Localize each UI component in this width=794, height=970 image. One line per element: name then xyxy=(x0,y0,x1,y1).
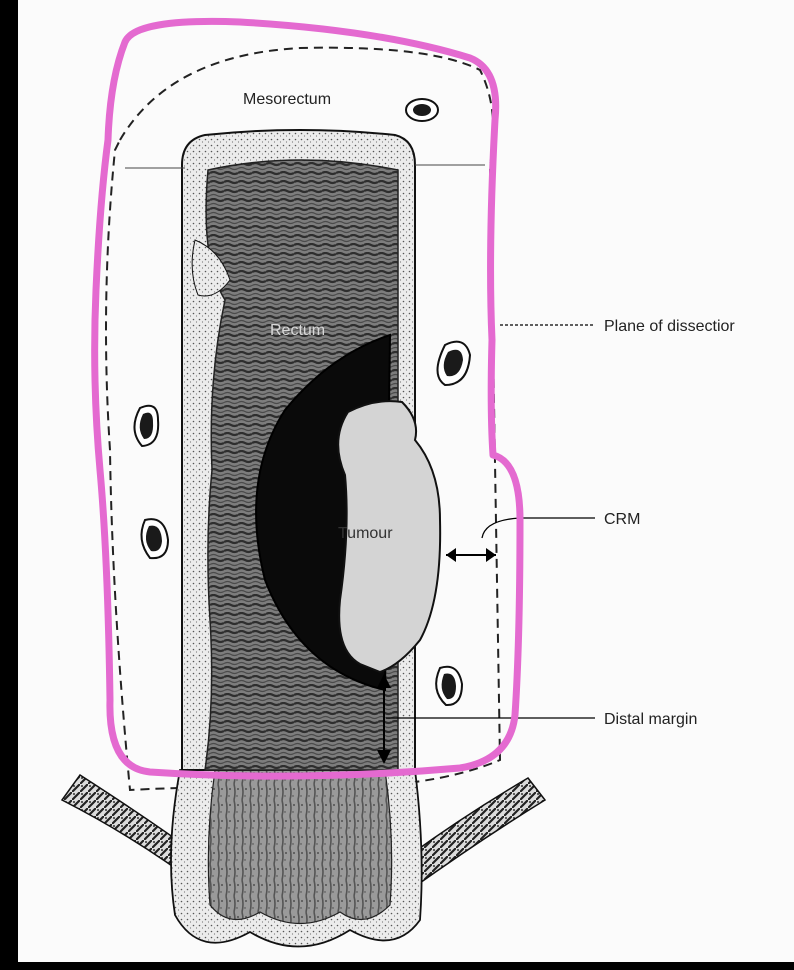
crm-arrowhead-right xyxy=(486,548,496,562)
label-plane-of-dissection: Plane of dissectior xyxy=(604,318,735,335)
label-distal-margin: Distal margin xyxy=(604,711,697,728)
vessel-top-lumen xyxy=(413,104,431,116)
label-tumour: Tumour xyxy=(338,525,393,542)
diagram-frame: Mesorectum Rectum Tumour Plane of dissec… xyxy=(18,0,794,962)
crm-leader-line xyxy=(482,518,595,538)
right-levator-muscle xyxy=(410,778,545,890)
rectal-cancer-diagram: Mesorectum Rectum Tumour Plane of dissec… xyxy=(18,0,794,962)
label-crm: CRM xyxy=(604,511,640,528)
label-mesorectum: Mesorectum xyxy=(243,91,331,108)
anal-canal-lumen xyxy=(208,770,391,924)
crm-arrowhead-left xyxy=(446,548,456,562)
label-rectum: Rectum xyxy=(270,322,325,339)
